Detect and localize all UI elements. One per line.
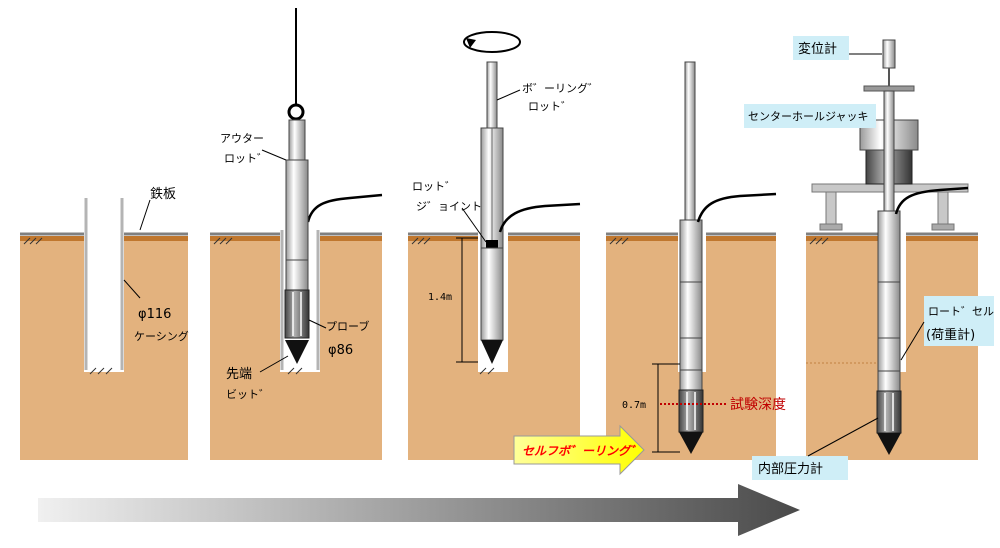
leader-line — [259, 355, 289, 373]
soil-top-layer — [320, 236, 382, 241]
center-hole-jack-label: センターホールジャッキ — [748, 110, 868, 123]
support-foot — [931, 223, 955, 231]
panel-2-probe-insertion: アウター ロット゛ プローブ φ86 先端 ビット゛ — [210, 8, 383, 460]
steel-plate-label: 鉄板 — [150, 187, 176, 202]
panel-3-boring: ボ゛ーリング゛ ロット゛ ロット゛ ジ゛ョイント 1.4m — [408, 31, 599, 460]
dimension-1-4m-label: 1.4m — [428, 292, 452, 303]
rotation-arrowhead — [466, 38, 476, 48]
soil-block — [806, 236, 978, 460]
ground-hatch — [213, 237, 303, 375]
tip-bit-label: 先端 — [226, 367, 252, 382]
dimension-0-7m-label: 0.7m — [622, 400, 646, 411]
signal-cable — [696, 192, 777, 223]
panel-4-self-boring: 0.7m 試験深度 — [606, 61, 786, 460]
tip-bit — [679, 432, 703, 454]
hoist-ring — [287, 103, 305, 121]
soil-block — [20, 236, 188, 460]
probe-body — [285, 259, 309, 291]
leader-line — [807, 417, 879, 457]
soil-top-layer — [508, 236, 580, 241]
center-hole-jack-label-box — [744, 104, 876, 128]
rod-joint — [486, 240, 498, 248]
soil-block — [408, 236, 580, 460]
load-cell-label: ロート゛セル — [928, 305, 994, 318]
ground-hatch — [23, 237, 113, 375]
tip-bit — [877, 433, 901, 455]
tip-bit — [481, 340, 503, 364]
soil-top-layer — [210, 236, 280, 241]
soil-top-layer — [20, 236, 84, 241]
soil-block — [606, 236, 776, 460]
soil-top-layer — [706, 236, 776, 241]
rod-joint-label: ジ゛ョイント — [416, 200, 482, 213]
outer-rod — [877, 210, 901, 372]
tip-bit — [285, 340, 309, 364]
ground-hatch — [809, 237, 829, 245]
outer-rod-label: ロット゛ — [224, 152, 268, 165]
self-boring-label: セルフボ゛ーリング゛ — [522, 444, 642, 458]
support-leg — [825, 191, 837, 227]
self-boring-arrow — [513, 424, 645, 476]
displacement-gauge-label-box — [793, 36, 849, 60]
support-leg — [937, 191, 949, 227]
internal-pressure-gauge-label: 内部圧力計 — [758, 461, 823, 477]
leader-line — [123, 279, 141, 299]
ground-hatch — [411, 237, 495, 375]
load-cell-label: (荷重計) — [926, 327, 975, 343]
self-boring-callout: セルフボ゛ーリング゛ — [513, 424, 645, 476]
signal-cable — [306, 193, 383, 223]
leader-line — [496, 89, 521, 101]
signal-cable — [498, 202, 581, 233]
probe-body — [679, 369, 703, 391]
panel-5-loading-test: 変位計 センターホールジャッキ ロート゛セル (荷重計) 内部圧力計 — [744, 36, 994, 480]
displacement-gauge — [882, 39, 896, 69]
support-foot — [819, 223, 843, 231]
boring-rod — [883, 90, 895, 212]
boring-rod — [684, 61, 696, 221]
leader-line — [261, 149, 287, 161]
probe-membrane — [284, 289, 310, 339]
casing-diameter-label: φ116 — [138, 307, 171, 322]
probe-body — [480, 247, 504, 341]
panel-1-casing: 鉄板 φ116 ケーシング — [20, 187, 189, 460]
boring-rod-label: ロット゛ — [528, 100, 572, 113]
probe-membrane — [678, 389, 704, 433]
jack-top-plate — [863, 85, 915, 92]
test-depth-label: 試験深度 — [730, 397, 786, 413]
leader-line — [900, 321, 925, 361]
leader-line — [461, 207, 487, 243]
leader-line — [308, 319, 327, 329]
boring-rod-label: ボ゛ーリング゛ — [522, 81, 599, 95]
boring-rod — [486, 61, 498, 129]
probe-label: プローブ — [326, 319, 369, 333]
outer-rod — [679, 219, 703, 371]
soil-top-layer — [806, 236, 878, 241]
leader-line — [139, 199, 151, 231]
soil-top-layer — [124, 236, 188, 241]
load-cell-label-box — [924, 296, 994, 346]
soil-top-layer — [606, 236, 678, 241]
signal-cable — [894, 186, 969, 215]
outer-rod — [285, 159, 309, 261]
probe-diameter-label: φ86 — [328, 343, 353, 358]
displacement-gauge-label: 変位計 — [798, 41, 837, 57]
internal-pressure-gauge-label-box — [752, 456, 848, 480]
ground-hatch — [609, 237, 629, 245]
soil-block — [210, 236, 382, 460]
rotation-icon — [463, 31, 521, 53]
rod-joint-label: ロット゛ — [412, 180, 456, 193]
outer-rod-label: アウター — [220, 132, 264, 145]
casing-label: ケーシング — [134, 329, 189, 343]
procedure-progress-arrow — [38, 484, 800, 536]
tip-bit-label: ビット゛ — [226, 388, 270, 401]
probe-membrane — [876, 390, 902, 434]
soil-top-layer — [408, 236, 478, 241]
probe-body — [877, 370, 901, 392]
soil-top-layer — [906, 236, 978, 241]
outer-rod — [288, 119, 306, 161]
